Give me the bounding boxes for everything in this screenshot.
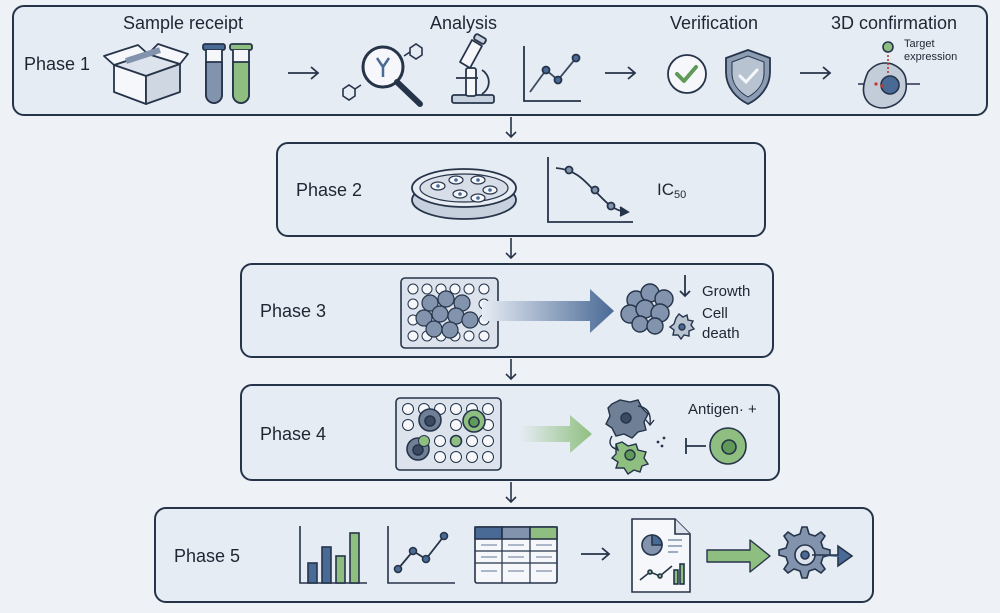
ic50-subscript: 50 bbox=[674, 189, 687, 201]
phase-1-label: Phase 1 bbox=[24, 54, 91, 74]
inhibit-icon bbox=[685, 438, 706, 454]
growth-label: Growth bbox=[702, 283, 751, 300]
checkmark-icon bbox=[667, 54, 707, 94]
connector-arrows bbox=[505, 117, 517, 504]
table-icon bbox=[474, 526, 558, 584]
box-icon bbox=[103, 43, 189, 105]
phase-4-label: Phase 4 bbox=[260, 424, 327, 444]
target-expression-label: Target expression bbox=[904, 38, 958, 63]
target-cell-icon bbox=[858, 41, 920, 109]
phase-5-label: Phase 5 bbox=[174, 546, 241, 566]
line-chart-icon bbox=[523, 46, 581, 102]
gradient-arrow-phase3 bbox=[482, 289, 614, 333]
test-tube-icon-blue bbox=[202, 43, 226, 104]
cell-death-label: Cell death bbox=[702, 305, 740, 342]
ic50-main: IC bbox=[657, 180, 674, 199]
analysis-header: Analysis bbox=[430, 13, 498, 33]
antigen-positive-cell-icon bbox=[709, 427, 747, 465]
report-icon bbox=[631, 518, 691, 593]
bar-chart-icon bbox=[299, 526, 367, 584]
killer-cell-icon bbox=[605, 399, 666, 475]
microscope-icon bbox=[451, 33, 495, 104]
3d-confirmation-header: 3D confirmation bbox=[831, 13, 958, 33]
phase-2-label: Phase 2 bbox=[296, 180, 363, 200]
phase-2-panel bbox=[276, 142, 766, 237]
line-chart-icon-phase5 bbox=[387, 526, 455, 584]
well-plate-icon-phase3 bbox=[400, 277, 499, 349]
flow-arrow-2 bbox=[605, 66, 637, 80]
test-tube-icon-green bbox=[229, 43, 253, 104]
cell-cluster-icon bbox=[620, 283, 696, 341]
gradient-arrow-phase4 bbox=[520, 415, 592, 453]
gear-icon bbox=[778, 526, 854, 579]
petri-dish-icon bbox=[411, 168, 517, 220]
well-plate-icon-phase4 bbox=[395, 397, 502, 471]
ic50-label: IC50 bbox=[657, 180, 686, 201]
down-arrow-icon bbox=[679, 275, 691, 298]
magnifier-antibody-icon bbox=[342, 43, 423, 107]
flow-arrow-3 bbox=[800, 66, 832, 80]
green-arrow-phase5 bbox=[706, 539, 771, 573]
antigen-positive-label: Antigen· + bbox=[688, 401, 757, 418]
sample-receipt-header: Sample receipt bbox=[123, 13, 244, 33]
phase-3-label: Phase 3 bbox=[260, 301, 327, 321]
dose-response-curve-icon bbox=[547, 157, 633, 223]
verification-header: Verification bbox=[670, 13, 759, 33]
flow-arrow-4 bbox=[581, 547, 611, 561]
flow-arrow-1 bbox=[288, 66, 320, 80]
shield-icon bbox=[725, 49, 771, 106]
phase-4-panel bbox=[240, 384, 780, 481]
